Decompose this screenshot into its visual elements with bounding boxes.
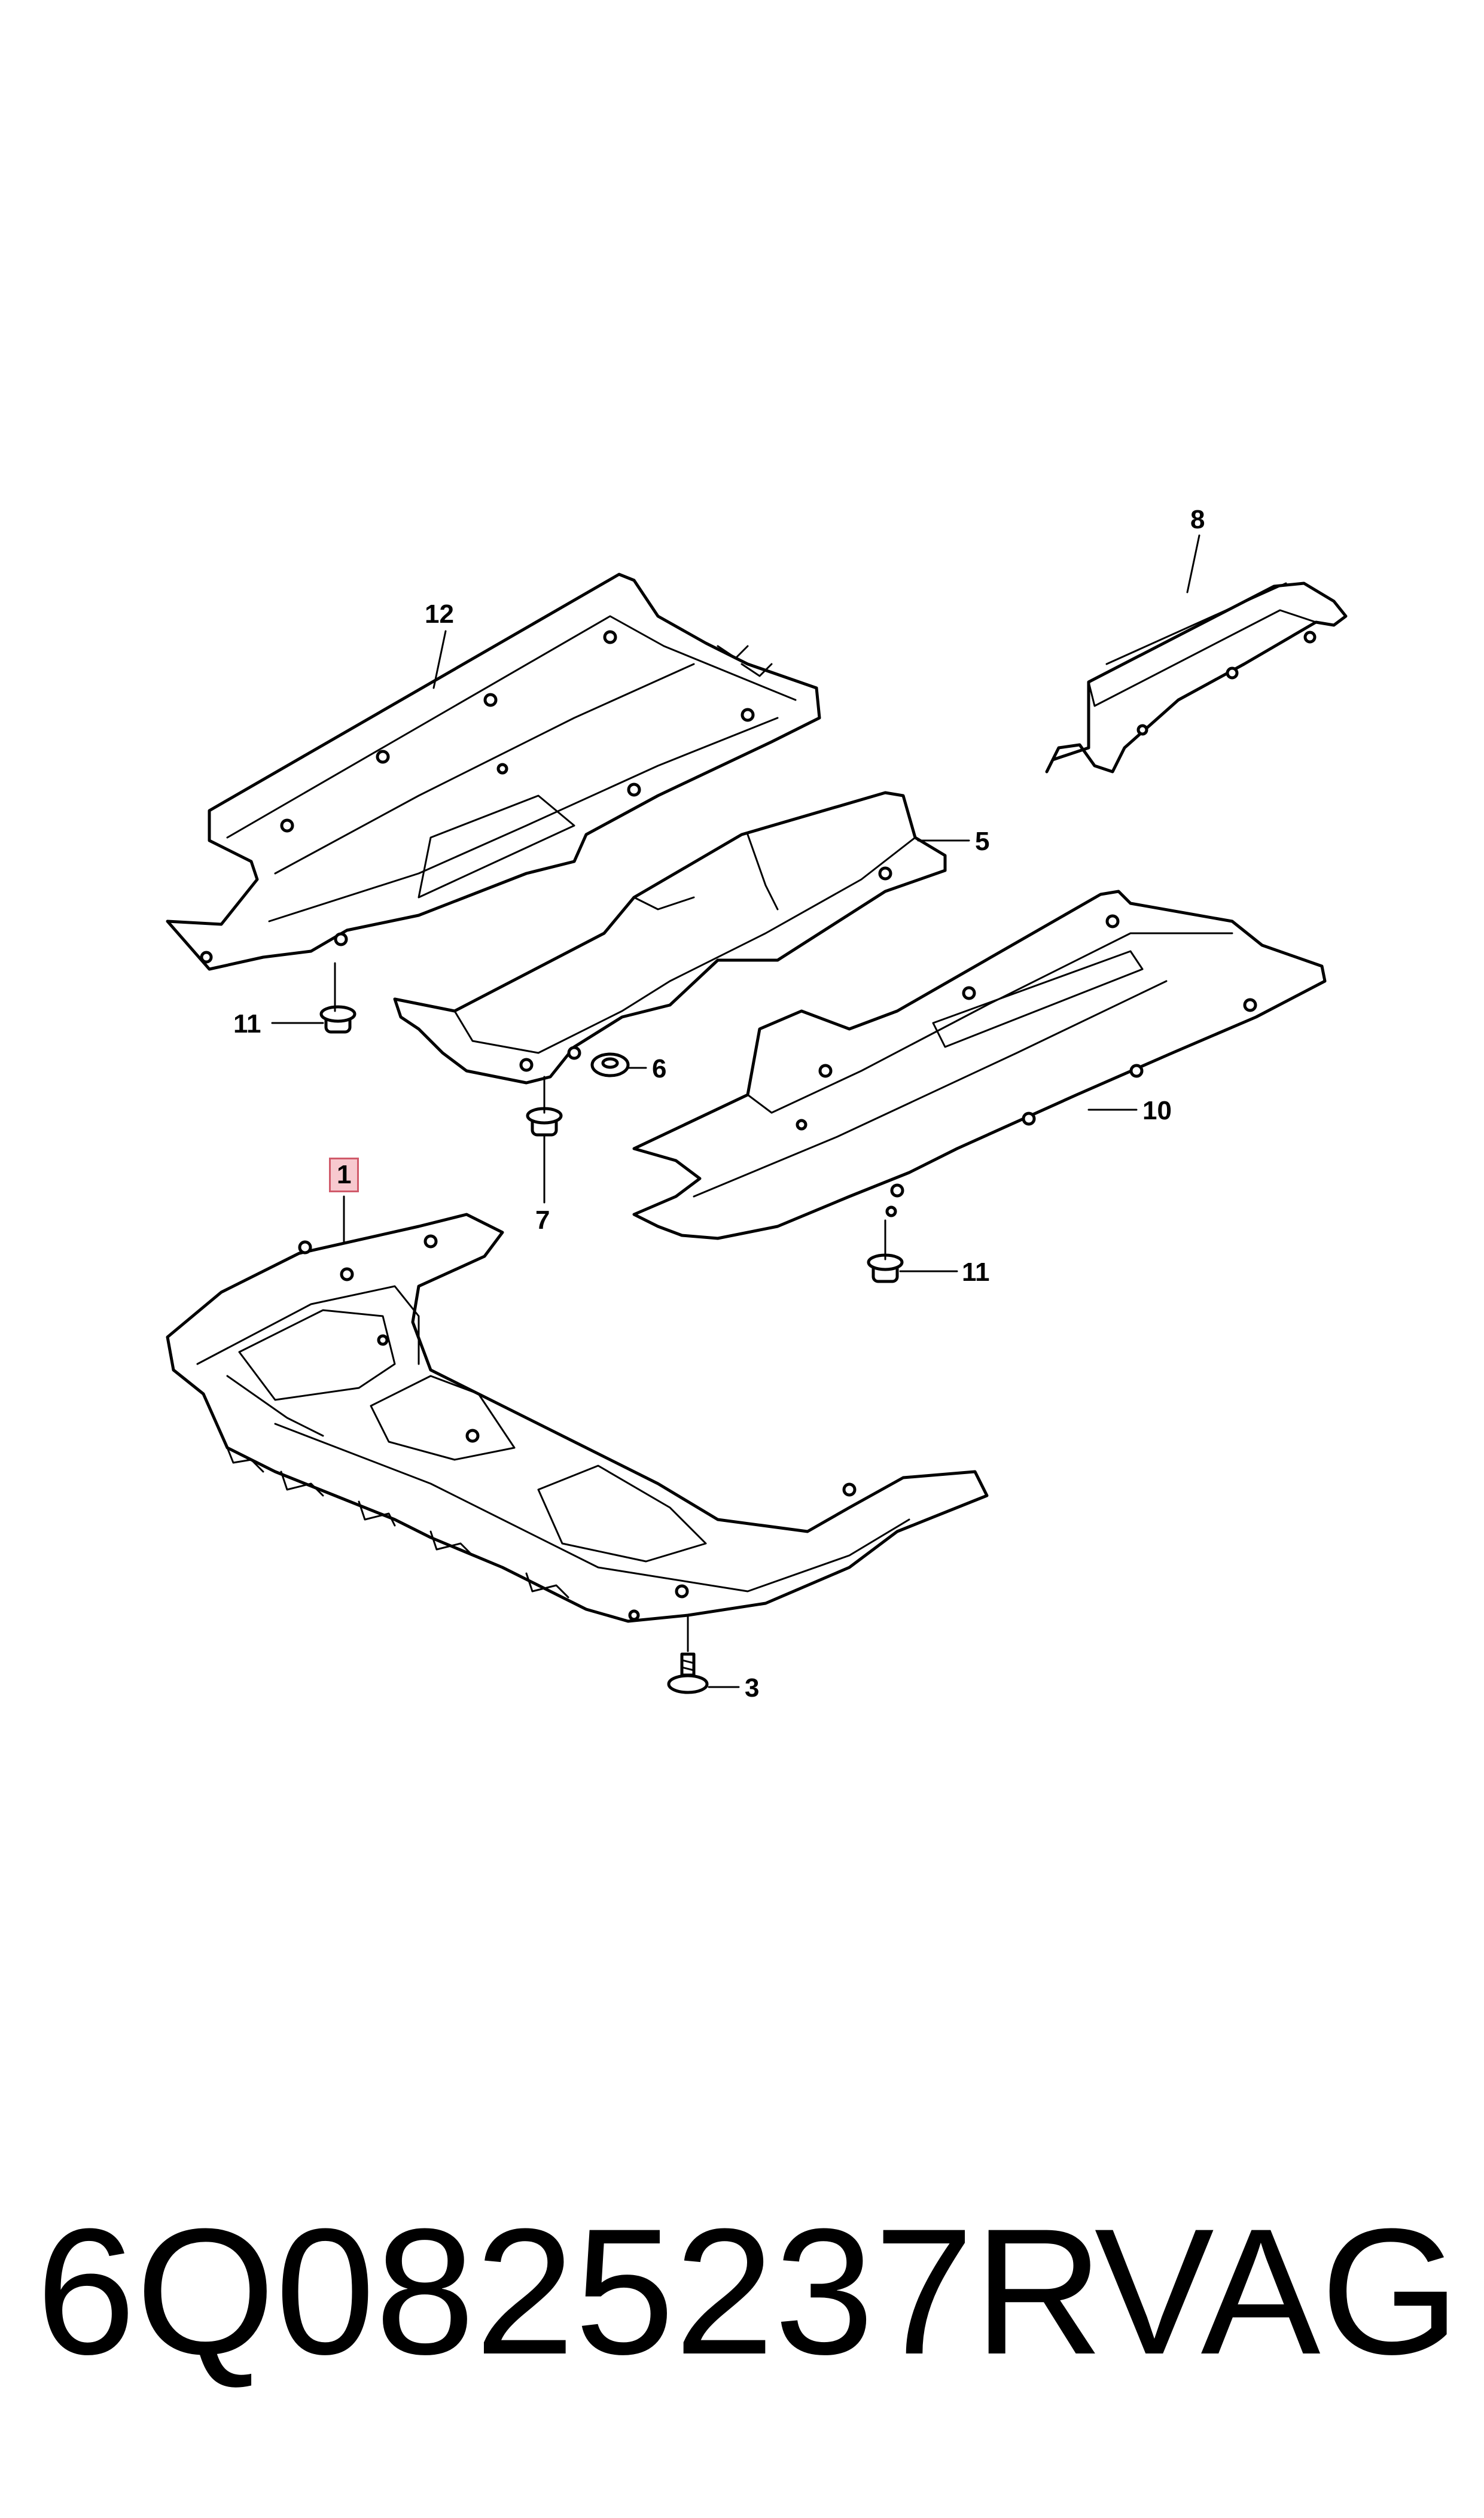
- underbody-panel-10: [632, 890, 1327, 1240]
- screw-3: [667, 1652, 709, 1694]
- underbody-panel-12: [166, 573, 821, 971]
- callout-3: 3: [745, 1673, 760, 1703]
- clip-11-right: [867, 1253, 904, 1283]
- callout-8: 8: [1190, 505, 1205, 534]
- callout-11-left: 11: [233, 1009, 261, 1039]
- tunnel-panel-5: [393, 791, 947, 1085]
- callout-1-highlighted: 1: [329, 1158, 359, 1192]
- callout-5: 5: [975, 827, 990, 856]
- callout-7: 7: [535, 1205, 550, 1235]
- part-number-label: 6Q0825237R: [36, 2191, 1104, 2392]
- brand-label: VAG: [1094, 2191, 1460, 2392]
- clip-7: [526, 1107, 563, 1137]
- underbody-tray-1: [166, 1213, 989, 1623]
- callout-6: 6: [652, 1054, 667, 1083]
- callout-11-right: 11: [962, 1258, 990, 1287]
- leader-12: [432, 630, 447, 689]
- callout-10: 10: [1142, 1096, 1172, 1125]
- callout-12: 12: [425, 599, 454, 629]
- clip-11-left: [319, 1005, 356, 1034]
- leader-8: [1186, 534, 1200, 593]
- exploded-parts-diagram: [166, 534, 1348, 1694]
- grommet-6: [590, 1052, 630, 1077]
- heat-shield-8: [1045, 581, 1348, 774]
